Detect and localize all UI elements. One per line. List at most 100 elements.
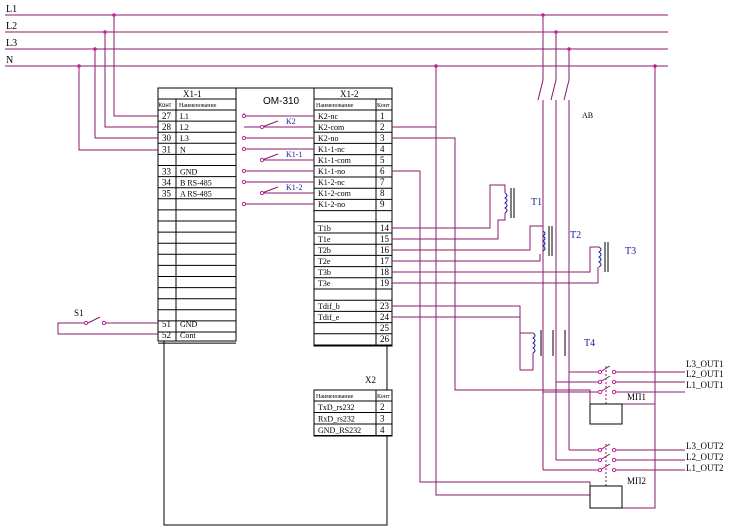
relay-k1-1-label: K1-1 [286, 150, 302, 159]
x1-2-row-num: 26 [380, 334, 390, 344]
x1-2-row-name: K1-2-no [318, 200, 345, 209]
x1-2-row-num: 7 [380, 177, 385, 187]
relay-k1-2-label: K1-2 [286, 183, 302, 192]
x1-1-row-name: L2 [180, 123, 189, 132]
starter-mp1-label: МП1 [627, 392, 646, 402]
x1-2-row-num: 6 [380, 166, 385, 176]
x1-2-row-num: 24 [380, 312, 390, 322]
transformer-coils [504, 192, 602, 354]
starter-contacts-2 [543, 443, 685, 486]
x1-2-row-name: K1-2-nc [318, 178, 345, 187]
x1-1-hdr-num: Конт [159, 103, 172, 109]
transformers [510, 188, 609, 356]
x1-2-hdr-num: Конт [377, 103, 390, 109]
x2-row-name: RxD_rs232 [318, 415, 355, 424]
t1-label: T1 [531, 197, 542, 208]
x1-2-row-name: K1-1-com [318, 156, 352, 165]
t2-label: T2 [570, 230, 581, 241]
bus-label-l1: L1 [6, 4, 17, 15]
bus-label-n: N [6, 55, 13, 66]
x1-2-row-name: K2-nc [318, 112, 338, 121]
x1-2-row-num: 14 [380, 223, 390, 233]
relay-contacts [243, 113, 314, 205]
x1-2-row-num: 17 [380, 256, 390, 266]
t3-label: T3 [625, 246, 636, 257]
x1-2-row-num: 8 [380, 188, 385, 198]
x1-2-row-name: K2-com [318, 123, 345, 132]
x1-1-row-name: GND [180, 168, 198, 177]
x1-1-row-num: 28 [162, 122, 172, 132]
x1-2-row-name: T2b [318, 246, 331, 255]
x1-2-row-name: T3b [318, 268, 331, 277]
x1-2-row-num: 9 [380, 199, 385, 209]
x1-2-row-num: 2 [380, 122, 385, 132]
x1-2-row-name: K1-1-nc [318, 145, 345, 154]
x1-1-row-num: 33 [162, 167, 172, 177]
x1-2-row-name: T2e [318, 257, 331, 266]
x1-2-row-name: T3e [318, 279, 331, 288]
x1-2-hdr-name: Наименование [316, 103, 354, 109]
x1-2-row-num: 25 [380, 323, 390, 333]
switch-s1-label: S1 [74, 308, 84, 318]
supply-wires [78, 15, 158, 151]
device-title: ОМ-310 [263, 96, 300, 107]
x1-2-row-num: 5 [380, 155, 385, 165]
x1-1-row-num: 31 [162, 144, 171, 154]
x1-1-row-num: 52 [162, 330, 171, 340]
x2-row-num: 3 [380, 414, 385, 424]
x1-2-row-num: 3 [380, 133, 385, 143]
starter-mp2-label: МП2 [627, 476, 646, 486]
x1-1-row-name: L1 [180, 112, 189, 121]
x1-2-row-name: K1-1-no [318, 167, 345, 176]
x1-2-row-num: 18 [380, 267, 390, 277]
bus-label-l3: L3 [6, 38, 17, 49]
x1-1-row-name: Cont [180, 331, 196, 340]
x1-1-row-name: L3 [180, 134, 189, 143]
x1-2-row-name: Tdif_e [318, 313, 340, 322]
x1-1-row-name: GND [180, 320, 198, 329]
starter-contacts-1 [543, 365, 685, 404]
starter-mp2-coil [589, 485, 623, 509]
starter-terminals [597, 369, 617, 473]
breaker-ab [537, 15, 570, 470]
out2-l2: L2_OUT2 [686, 452, 724, 462]
starter-mp1-coil [589, 403, 623, 425]
x1-1-row-num: 30 [162, 133, 172, 143]
x2-row-name: TxD_rs232 [318, 403, 354, 412]
x1-1-title: X1-1 [183, 89, 202, 99]
x1-1-row-num: 51 [162, 319, 171, 329]
x2-row-num: 4 [380, 425, 385, 435]
out1-l3: L3_OUT1 [686, 359, 724, 369]
x1-1-row-num: 34 [162, 178, 172, 188]
field-wiring [392, 66, 656, 509]
x1-2-row-num: 23 [380, 301, 390, 311]
x1-1-hdr-name: Наименование [179, 103, 217, 109]
bus-label-l2: L2 [6, 21, 17, 32]
x1-2-row-name: K2-no [318, 134, 338, 143]
out1-l1: L1_OUT1 [686, 380, 724, 390]
x1-1-row-name: A RS-485 [180, 190, 212, 199]
x1-2-row-num: 15 [380, 234, 390, 244]
relay-k2-label: K2 [286, 117, 296, 126]
relay-terminals [241, 113, 265, 207]
breaker-label: АВ [582, 111, 593, 120]
x1-2-row-num: 1 [380, 111, 385, 121]
x1-2-row-num: 16 [380, 245, 390, 255]
x2-hdr-name: Наименование [316, 394, 354, 400]
out1-l2: L2_OUT1 [686, 369, 724, 379]
x2-row-num: 2 [380, 402, 385, 412]
x2-row-name: GND_RS232 [318, 426, 361, 435]
x1-2-terminal-block: X1-2 Наименование Конт K2-nc 1K2-com 2K2-n… [313, 87, 393, 347]
x1-2-title: X1-2 [340, 89, 359, 99]
out2-l3: L3_OUT2 [686, 441, 724, 451]
x1-2-row-name: K1-2-com [318, 189, 352, 198]
x1-1-row-name: N [180, 145, 186, 154]
x1-1-row-name: B RS-485 [180, 179, 212, 188]
x2-title: X2 [365, 375, 376, 385]
x1-2-row-name: T1e [318, 235, 331, 244]
x1-1-row-num: 35 [162, 189, 172, 199]
